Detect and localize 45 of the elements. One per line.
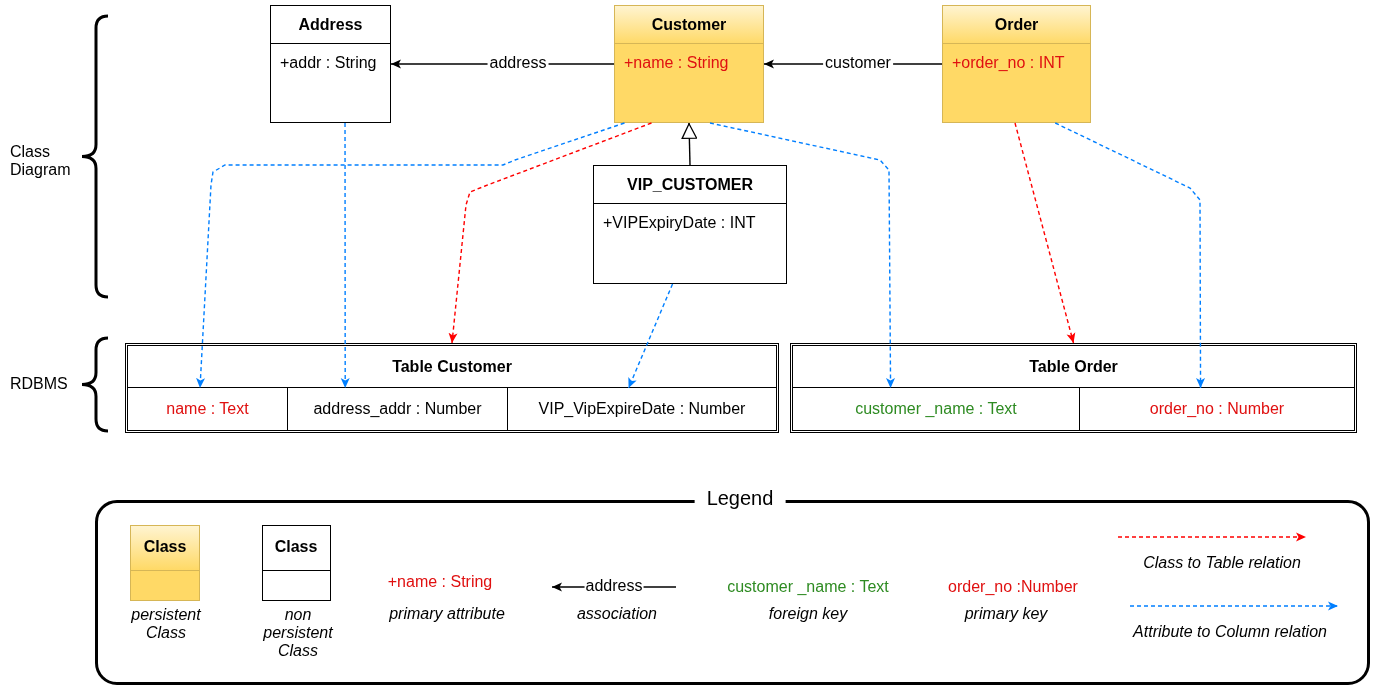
table xyxy=(790,343,1357,433)
table-cell: customer _name : Text xyxy=(793,388,1080,430)
class-name: VIP_CUSTOMER xyxy=(627,175,753,194)
inheritance-arrow xyxy=(681,122,698,166)
legend-text: persistent Class xyxy=(130,606,202,642)
dashed-arrow xyxy=(1054,122,1206,389)
table-cell: name : Text xyxy=(128,388,288,430)
table xyxy=(125,343,779,433)
class-name: Class xyxy=(143,538,187,556)
legend-text: Class to Table relation xyxy=(1142,554,1302,572)
attribute-text: +addr : String xyxy=(280,54,377,72)
attribute-text: +name : String xyxy=(624,54,729,72)
legend-text: Attribute to Column relation xyxy=(1131,623,1328,641)
legend-text: association xyxy=(575,605,658,623)
side-label: RDBMS xyxy=(10,375,68,393)
legend-text: foreign key xyxy=(767,605,849,623)
dashed-arrow xyxy=(627,283,674,389)
class-box xyxy=(270,5,391,123)
class-box xyxy=(614,5,764,123)
dashed-arrow xyxy=(196,122,626,389)
dashed-arrow xyxy=(709,122,895,389)
class-name: Customer xyxy=(651,15,727,34)
table-name: Table Order xyxy=(1029,357,1118,376)
class-name: Address xyxy=(298,15,363,34)
attribute-text: +order_no : INT xyxy=(952,54,1065,72)
side-label: Class Diagram xyxy=(10,143,72,179)
table-name: Table Customer xyxy=(392,357,512,376)
legend-text: primary attribute xyxy=(388,605,506,623)
attribute-text: order_no :Number xyxy=(948,578,1078,596)
legend-text: non persistent Class xyxy=(262,606,334,660)
attribute-text: customer _name : Text xyxy=(727,578,889,596)
class-name: Order xyxy=(994,15,1039,34)
legend-title: Legend xyxy=(694,487,786,510)
attribute-text: +name : String xyxy=(387,573,493,591)
table-cell: address_addr : Number xyxy=(288,388,508,430)
class-box xyxy=(593,165,787,284)
attribute-text: +VIPExpiryDate : INT xyxy=(603,214,756,232)
class-box xyxy=(942,5,1091,123)
table-cell: order_no : Number xyxy=(1080,388,1354,430)
dashed-arrow xyxy=(448,122,653,344)
table-cell: VIP_VipExpireDate : Number xyxy=(508,388,776,430)
class-name: Class xyxy=(274,538,318,556)
dashed-arrow xyxy=(1014,122,1076,344)
legend-text: primary key xyxy=(963,605,1049,623)
dashed-arrow xyxy=(340,122,350,389)
